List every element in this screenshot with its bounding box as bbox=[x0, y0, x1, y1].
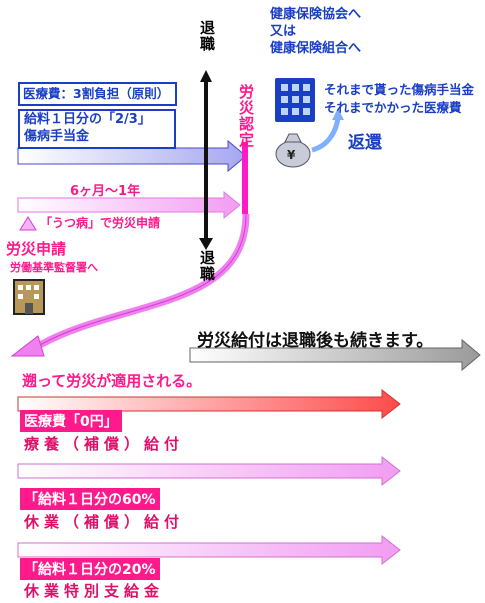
continue-text: 労災給付は退職後も続きます。 bbox=[197, 331, 434, 351]
applied-text: 遡って労災が適用される。 bbox=[22, 372, 202, 390]
benefit-label-2: 「給料１日分の60% bbox=[20, 488, 160, 510]
benefit-name-3: 休業特別支給金 bbox=[24, 582, 165, 600]
insurance-destination: 健康保険協会へ 又は 健康保険組合へ bbox=[270, 7, 362, 56]
retire-label-top: 退職 bbox=[198, 20, 216, 52]
benefit-name-1: 療養（補償）給付 bbox=[24, 435, 185, 453]
benefit-label-1: 医療費「0円」 bbox=[20, 410, 122, 432]
benefit-label-3: 「給料１日分の20% bbox=[20, 558, 160, 580]
continue-arrow bbox=[189, 338, 481, 372]
money-bag-icon: ¥ bbox=[275, 133, 311, 168]
period-arrow bbox=[17, 190, 241, 220]
benefit-arrow-3 bbox=[17, 534, 401, 566]
building-icon bbox=[275, 78, 315, 122]
refund-items: それまで貰った傷病手当金 それまでかかった医療費 bbox=[324, 82, 475, 115]
benefit-name-2: 休業（補償）給付 bbox=[24, 513, 185, 531]
benefit-arrow-2 bbox=[17, 455, 401, 487]
sickness-allowance-box: 給料１日分の「2/3」 傷病手当金 bbox=[18, 109, 176, 149]
office-icon bbox=[13, 279, 45, 315]
henkan-label: 返還 bbox=[348, 133, 382, 153]
rousai-nintei-label: 労災認定 bbox=[237, 84, 255, 148]
retire-label-bottom: 退職 bbox=[198, 250, 216, 282]
period-label: 6ヶ月〜1年 bbox=[70, 184, 141, 199]
triangle-icon bbox=[19, 216, 37, 231]
svg-text:¥: ¥ bbox=[287, 148, 296, 162]
rousai-apply-sub: 労働基準監督署へ bbox=[10, 261, 98, 274]
rousai-apply-title: 労災申請 bbox=[6, 240, 67, 258]
medical-cost-box: 医療費：3割負担（原則） bbox=[18, 82, 177, 106]
utsu-apply-label: 「うつ病」で労災申請 bbox=[40, 216, 161, 230]
